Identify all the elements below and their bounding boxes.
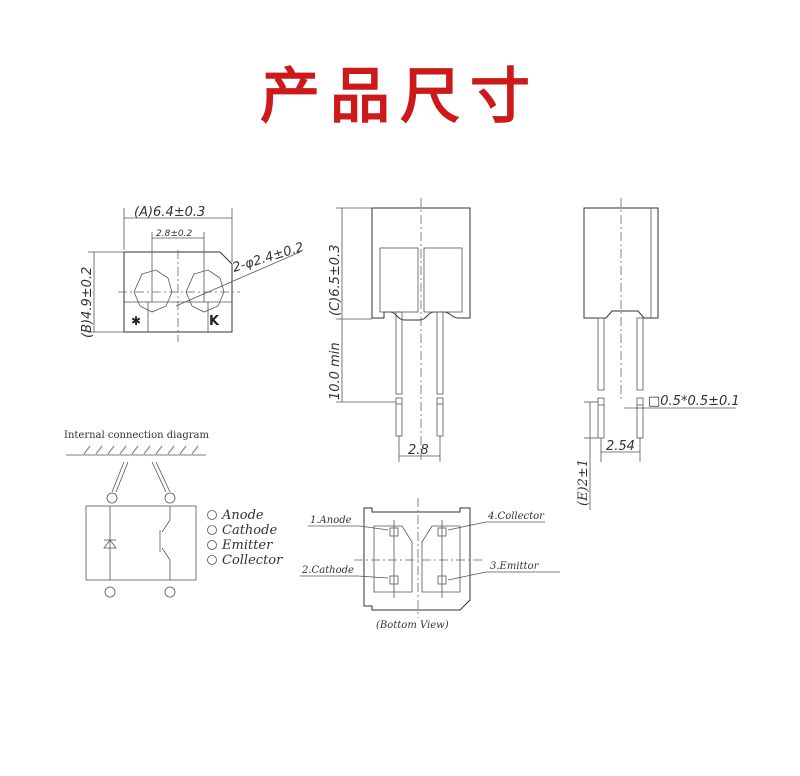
legend-cathode: Cathode <box>222 523 277 538</box>
dim-pitch-front-label: 2.8 <box>408 443 429 458</box>
bottom-view: 1.Anode 2.Cathode 3.Emittor 4.Collector … <box>300 498 560 631</box>
pin-label-collector: 4.Collector <box>487 511 545 522</box>
legend-emitter: Emitter <box>221 538 273 553</box>
dim-lead-label: 10.0 min <box>328 342 343 400</box>
top-view: (A)6.4±0.3 2.8±0.2 (B)4.9±0.2 2-φ2.4±0.2… <box>80 205 306 342</box>
detector-symbol-icon: K <box>209 314 220 329</box>
dim-e-label: (E)2±1 <box>576 459 591 506</box>
side-view: □0.5*0.5±0.1 2.54 (E)2±1 <box>576 198 740 510</box>
legend-anode: Anode <box>221 508 264 523</box>
dim-lens-label: 2-φ2.4±0.2 <box>231 240 306 276</box>
dim-pitch-side-label: 2.54 <box>606 439 635 454</box>
front-view: (C)6.5±0.3 10.0 min 2.8 <box>328 198 471 462</box>
emitter-symbol-icon: ✱ <box>131 314 141 328</box>
connection-diagram: Internal connection diagram Anode <box>64 430 283 598</box>
connection-heading: Internal connection diagram <box>64 430 209 441</box>
page-title: 产品尺寸 <box>260 62 540 132</box>
dim-b-label: (B)4.9±0.2 <box>80 267 95 338</box>
dim-c-label: (C)6.5±0.3 <box>328 245 343 316</box>
dim-a-label: (A)6.4±0.3 <box>134 205 205 220</box>
dim-lead-size-label: □0.5*0.5±0.1 <box>648 394 740 409</box>
pin-legend: Anode Cathode Emitter Collector <box>207 508 283 568</box>
dim-pitch-label: 2.8±0.2 <box>156 229 192 239</box>
pin-label-cathode: 2.Cathode <box>301 565 354 576</box>
legend-collector: Collector <box>222 553 283 568</box>
pin-label-anode: 1.Anode <box>310 515 352 526</box>
pin-label-emittor: 3.Emittor <box>490 561 540 572</box>
bottom-view-caption: (Bottom View) <box>376 620 449 631</box>
